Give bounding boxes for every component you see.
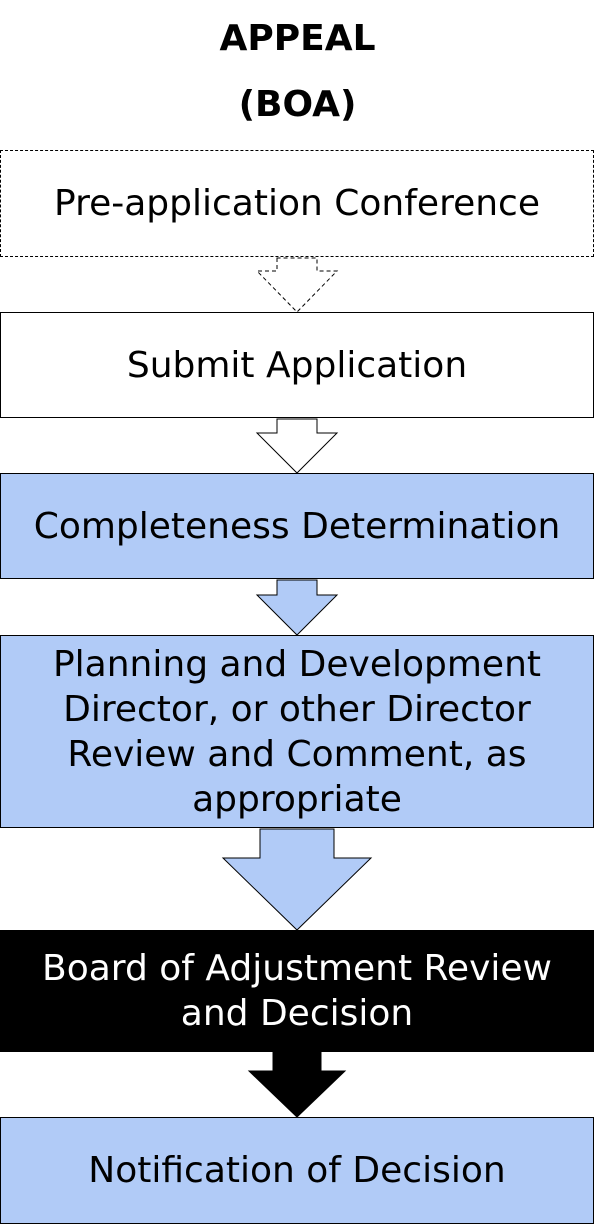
step-label: Completeness Determination xyxy=(33,505,561,547)
step-board-review-decision: Board of Adjustment Review and Decision xyxy=(0,930,594,1052)
arrow-pre-to-submit xyxy=(255,257,339,313)
step-label: Notification of Decision xyxy=(88,1150,506,1191)
diagram-subtitle: (BOA) xyxy=(238,84,357,125)
step-completeness-determination: Completeness Determination xyxy=(0,473,594,579)
arrow-board-to-notification xyxy=(247,1051,347,1118)
arrow-review-to-board xyxy=(221,828,373,931)
step-label: Pre-application Conference xyxy=(54,183,540,224)
arrow-completeness-to-review xyxy=(255,579,339,636)
diagram-title: APPEAL xyxy=(219,18,376,59)
step-label: Planning and Development Director, or ot… xyxy=(52,643,542,820)
step-pre-application-conference: Pre-application Conference xyxy=(0,150,594,257)
step-label: Submit Application xyxy=(126,344,468,386)
step-label: Board of Adjustment Review and Decision xyxy=(42,948,552,1034)
step-notification-of-decision: Notification of Decision xyxy=(0,1117,594,1224)
step-director-review: Planning and Development Director, or ot… xyxy=(0,635,594,828)
step-submit-application: Submit Application xyxy=(0,312,594,418)
arrow-submit-to-completeness xyxy=(255,418,339,474)
